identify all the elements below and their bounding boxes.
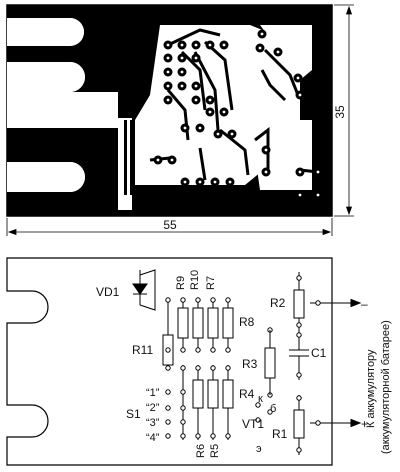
s1-label: S1: [126, 407, 141, 421]
resistor-bank-top: [162, 300, 234, 366]
r3-label: R3: [242, 357, 258, 371]
r3-resistor: [264, 330, 276, 395]
switch-position-3: “3”: [146, 417, 160, 429]
r4-label: R4: [239, 387, 255, 401]
r1-label: R1: [272, 427, 288, 441]
vt1-b-label: б: [270, 403, 276, 415]
vt1-k-label: к: [258, 393, 263, 405]
component-board-outline: [6, 257, 333, 466]
minus-terminal: –: [361, 297, 368, 311]
component-layout: VD1 R9 R10 R7 R8 R11: [6, 257, 392, 466]
plus-terminal: +: [361, 417, 368, 431]
r5-label: R5: [209, 444, 221, 458]
pads: [153, 29, 323, 200]
switch-position-2: “2”: [146, 402, 160, 414]
r1-resistor: [293, 395, 305, 455]
r9-label: R9: [175, 276, 187, 290]
r2-resistor: [293, 272, 305, 330]
height-dimension: [334, 4, 354, 217]
resistor-bank-bottom: [182, 365, 234, 440]
battery-label-line2: (аккумуляторной батарее): [380, 320, 392, 454]
width-label: 55: [163, 218, 177, 232]
r6-label: R6: [195, 444, 207, 458]
r8-label: R8: [239, 315, 255, 329]
switch-position-1: “1”: [146, 387, 160, 399]
output-arrows: [310, 298, 362, 428]
vd1-label: VD1: [96, 285, 120, 299]
width-dimension: [6, 218, 333, 236]
r10-label: R10: [189, 270, 201, 290]
r7-label: R7: [205, 276, 217, 290]
r11-label: R11: [132, 343, 153, 357]
c1-capacitor: [289, 330, 309, 380]
pcb-copper-layout: 55 35: [6, 4, 354, 236]
vt1-e-label: э: [256, 443, 262, 455]
c1-label: C1: [311, 346, 327, 360]
battery-label-line1: К аккумулятору: [365, 349, 377, 428]
height-label: 35: [333, 105, 347, 119]
switch-position-4: “4”: [146, 432, 160, 444]
vd1-diode: [132, 269, 156, 311]
component-pads: [165, 297, 273, 439]
r2-label: R2: [270, 296, 286, 310]
vt1-label: VT1: [242, 417, 264, 431]
